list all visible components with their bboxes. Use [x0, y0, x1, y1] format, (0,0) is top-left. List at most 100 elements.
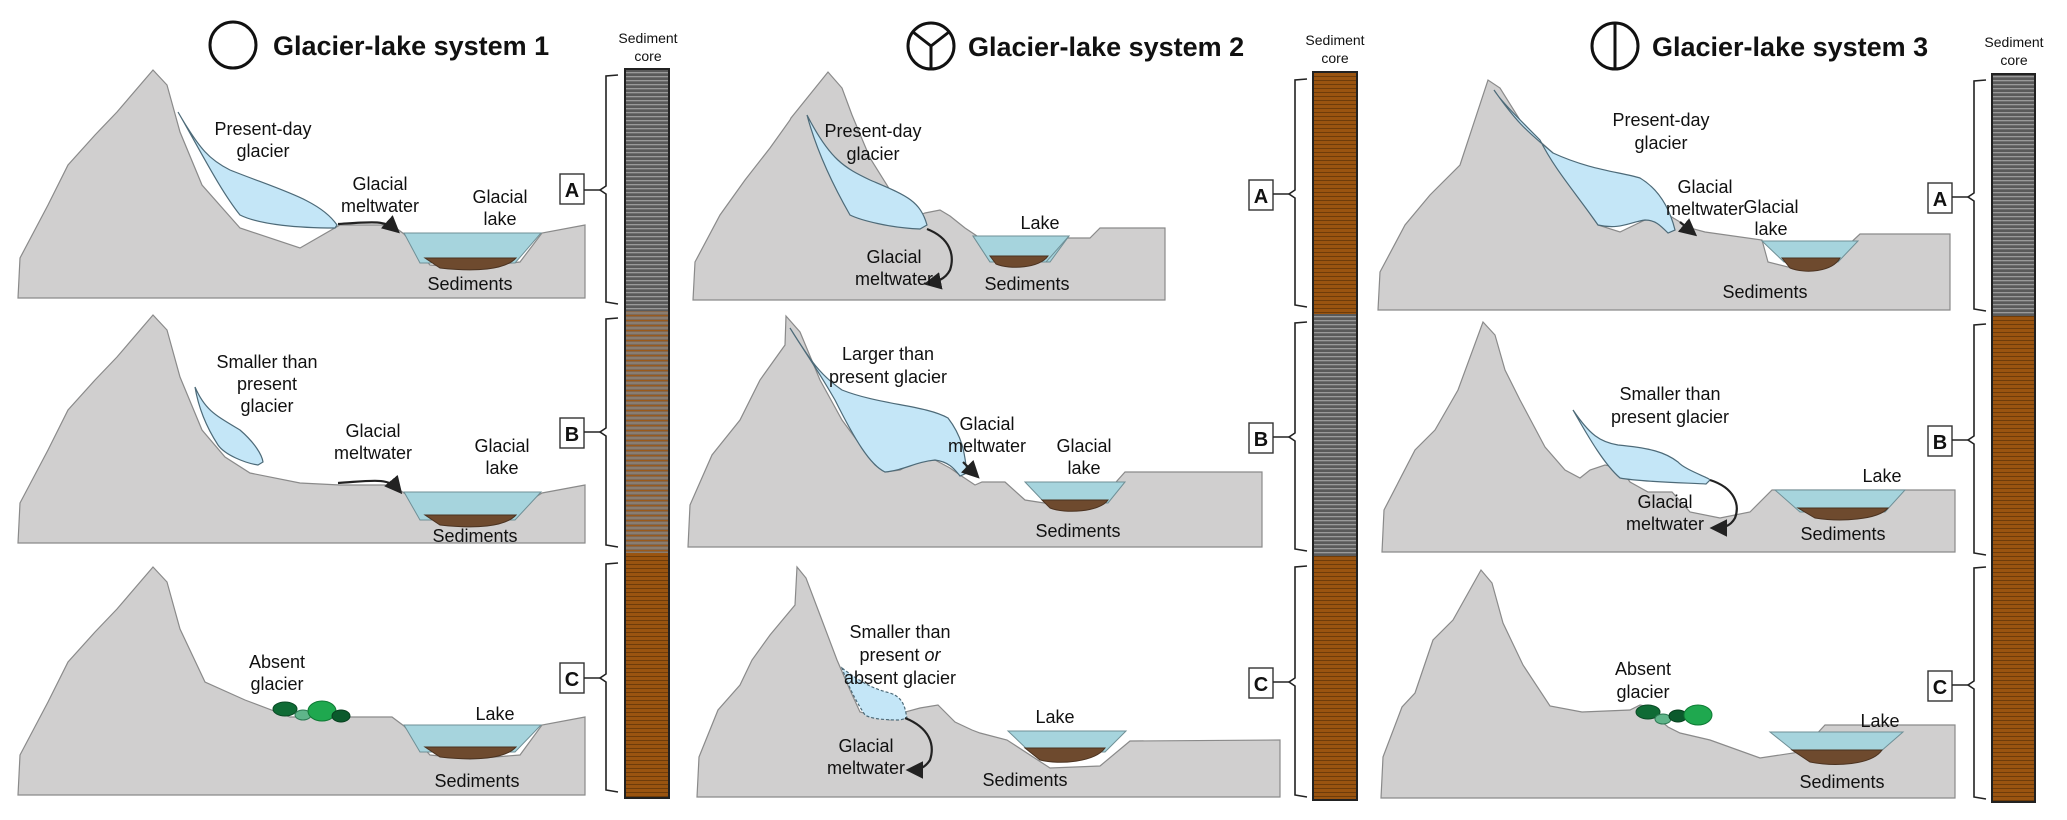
sediment-layers: [423, 257, 518, 271]
mountain-valley: [692, 71, 1166, 301]
glacier-label: present glacier: [829, 367, 947, 387]
row-label-C: C: [1254, 674, 1268, 696]
system-3-title: Glacier-lake system 3: [1652, 32, 1928, 62]
mountain-valley: [17, 69, 586, 299]
lake-label: Glacial: [472, 187, 527, 207]
glacier-label: Present-day: [1612, 110, 1709, 130]
core-label: core: [2000, 52, 2027, 68]
system-2-title: Glacier-lake system 2: [968, 32, 1244, 62]
sediments-label: Sediments: [1799, 772, 1884, 792]
meltwater-label: Glacial: [866, 247, 921, 267]
glacier-label: Absent: [249, 652, 305, 672]
glacier-label: Larger than: [842, 344, 934, 364]
brace-C: [1966, 566, 1987, 800]
scene-3A: Present-day glacier Glacial meltwater Gl…: [1377, 79, 1951, 311]
glacier-label: Absent: [1615, 659, 1671, 679]
row-box-B: [1248, 422, 1274, 454]
lake: [1760, 240, 1860, 263]
glacier-label: Present-day: [214, 119, 311, 139]
core-section-A: [1313, 72, 1357, 314]
row-label-C: C: [1933, 677, 1947, 699]
sediment-layers: [1780, 257, 1841, 272]
circle-y-icon: [906, 21, 956, 71]
glacier-label: Smaller than: [1619, 384, 1720, 404]
lake: [403, 724, 543, 753]
meltwater-label: meltwater: [948, 436, 1026, 456]
lake-label: Lake: [1860, 711, 1899, 731]
vegetation-shrubs-icon: [1635, 704, 1713, 726]
sediments-label: Sediments: [1035, 521, 1120, 541]
meltwater-label: Glacial: [345, 421, 400, 441]
lake-label: lake: [1754, 219, 1787, 239]
meltwater-arrow: [923, 227, 953, 290]
lake-label: Glacial: [474, 436, 529, 456]
row-box-A: [559, 173, 585, 205]
brace-A: [1966, 79, 1987, 312]
core-section-A: [1992, 74, 2035, 316]
brace-C: [598, 562, 619, 793]
meltwater-arrow: [337, 215, 400, 234]
core-section-C: [625, 553, 669, 798]
glacier-possible-outline: [840, 666, 908, 721]
glacier-label: present glacier: [1611, 407, 1729, 427]
glacier: [1572, 409, 1711, 485]
brace-B: [1966, 323, 1987, 556]
row-label-A: A: [1933, 189, 1947, 211]
sediment-layers: [423, 514, 518, 528]
core-section-B: [1313, 314, 1357, 556]
meltwater-label: meltwater: [855, 269, 933, 289]
sediment-layers: [1023, 747, 1106, 763]
scene-1B: Smaller than present glacier Glacial mel…: [17, 314, 586, 546]
glacier-label: glacier: [240, 396, 293, 416]
sediment-layers: [1040, 499, 1109, 512]
row-label-A: A: [565, 180, 579, 202]
glacier-label: present: [237, 374, 297, 394]
system-1: Glacier-lake system 1 Present-day glacie…: [17, 20, 678, 799]
sediment-layers: [1790, 749, 1883, 765]
row-box-A: [1927, 182, 1953, 214]
core-section-C: [1313, 556, 1357, 800]
meltwater-label: meltwater: [341, 196, 419, 216]
meltwater-arrow: [1677, 218, 1698, 237]
row-label-C: C: [565, 669, 579, 691]
sediment-layers: [1796, 507, 1890, 521]
sediments-label: Sediments: [982, 770, 1067, 790]
meltwater-label: Glacial: [838, 736, 893, 756]
row-box-A: [1248, 179, 1274, 211]
circle-empty-icon: [208, 20, 258, 70]
glacier-label: glacier: [846, 144, 899, 164]
core-section-A: [625, 69, 669, 311]
glacier-label: Smaller than: [216, 352, 317, 372]
mountain-valley: [17, 566, 586, 796]
lake-label: lake: [485, 458, 518, 478]
meltwater-label: Glacial: [1677, 177, 1732, 197]
vegetation-shrubs-icon: [272, 700, 351, 723]
glacier-label: glacier: [236, 141, 289, 161]
core-label: Sediment: [1305, 32, 1364, 48]
core-label: core: [634, 48, 661, 64]
brace-B: [1287, 321, 1308, 552]
scene-2B: Larger than present glacier Glacial melt…: [687, 314, 1263, 548]
sediments-label: Sediments: [1800, 524, 1885, 544]
sediments-label: Sediments: [1722, 282, 1807, 302]
meltwater-arrow: [904, 716, 933, 779]
meltwater-label: meltwater: [1666, 199, 1744, 219]
lake-label: Lake: [475, 704, 514, 724]
core-section-B-C: [1992, 316, 2035, 802]
lake-label: Glacial: [1056, 436, 1111, 456]
sediment-layers: [423, 746, 518, 760]
row-box-B: [1927, 425, 1953, 457]
core-label: Sediment: [1984, 34, 2043, 50]
glacier: [177, 111, 338, 229]
row-label-A: A: [1254, 186, 1268, 208]
sediments-label: Sediments: [434, 771, 519, 791]
circle-vertical-line-icon: [1590, 21, 1640, 71]
core-label: core: [1321, 50, 1348, 66]
glacier-label: glacier: [1634, 133, 1687, 153]
row-box-C: [1927, 670, 1953, 702]
lake-label: lake: [1067, 458, 1100, 478]
glacier-label: Present-day: [824, 121, 921, 141]
glacier: [806, 114, 928, 230]
sediment-core-3: [1991, 73, 2036, 803]
